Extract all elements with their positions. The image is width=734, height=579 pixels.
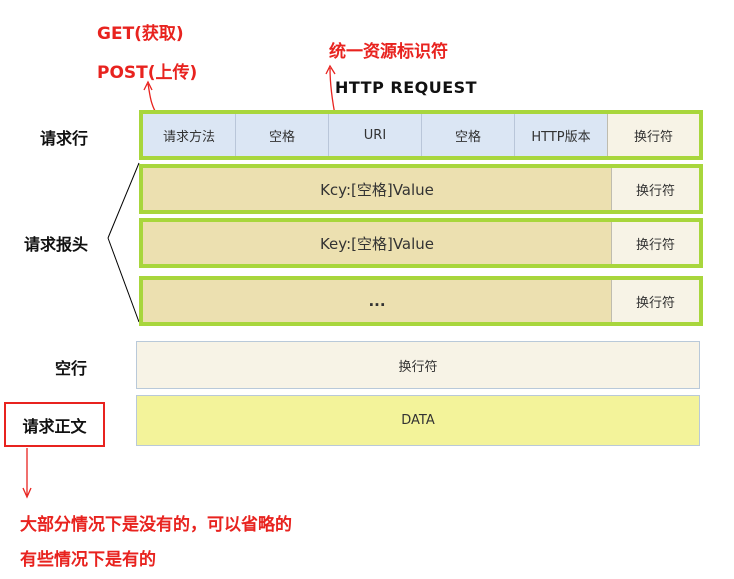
header-row: Kcy:[空格]Value 换行符 <box>139 164 703 214</box>
cell-space-2: 空格 <box>422 114 515 156</box>
cell-uri: URI <box>329 114 422 156</box>
header-text: ... <box>143 280 611 322</box>
cell-http-version: HTTP版本 <box>515 114 607 156</box>
diagram-title: HTTP REQUEST <box>335 78 478 97</box>
header-text: Key:[空格]Value <box>143 222 611 264</box>
request-line-row: 请求方法 空格 URI 空格 HTTP版本 换行符 <box>139 110 703 160</box>
body-note-2: 有些情况下是有的 <box>20 550 156 570</box>
header-bracket-top <box>107 162 140 239</box>
header-text: Kcy:[空格]Value <box>143 168 611 210</box>
body-arrowhead <box>22 487 32 499</box>
method-get-annotation: GET(获取) <box>97 24 184 44</box>
label-request-line: 请求行 <box>40 129 89 148</box>
header-lf: 换行符 <box>611 280 699 322</box>
body-data: DATA <box>137 396 699 445</box>
header-bracket-bottom <box>107 237 140 323</box>
method-arrowhead <box>143 80 153 91</box>
uri-arrowhead <box>325 64 336 75</box>
cell-space-1: 空格 <box>236 114 329 156</box>
body-row: DATA <box>136 395 700 446</box>
header-lf: 换行符 <box>611 222 699 264</box>
label-body: 请求正文 <box>22 416 87 436</box>
blank-line-row: 换行符 <box>136 341 700 389</box>
label-blank-line: 空行 <box>55 359 88 378</box>
method-post-annotation: POST(上传) <box>97 63 198 83</box>
label-body-box: 请求正文 <box>4 402 105 447</box>
cell-request-line-lf: 换行符 <box>607 114 699 156</box>
body-note-1: 大部分情况下是没有的，可以省略的 <box>20 515 292 535</box>
blank-line-text: 换行符 <box>137 342 699 388</box>
header-lf: 换行符 <box>611 168 699 210</box>
header-row: ... 换行符 <box>139 276 703 326</box>
header-row: Key:[空格]Value 换行符 <box>139 218 703 268</box>
label-headers: 请求报头 <box>24 235 89 254</box>
uri-annotation: 统一资源标识符 <box>329 42 448 62</box>
cell-method: 请求方法 <box>143 114 236 156</box>
